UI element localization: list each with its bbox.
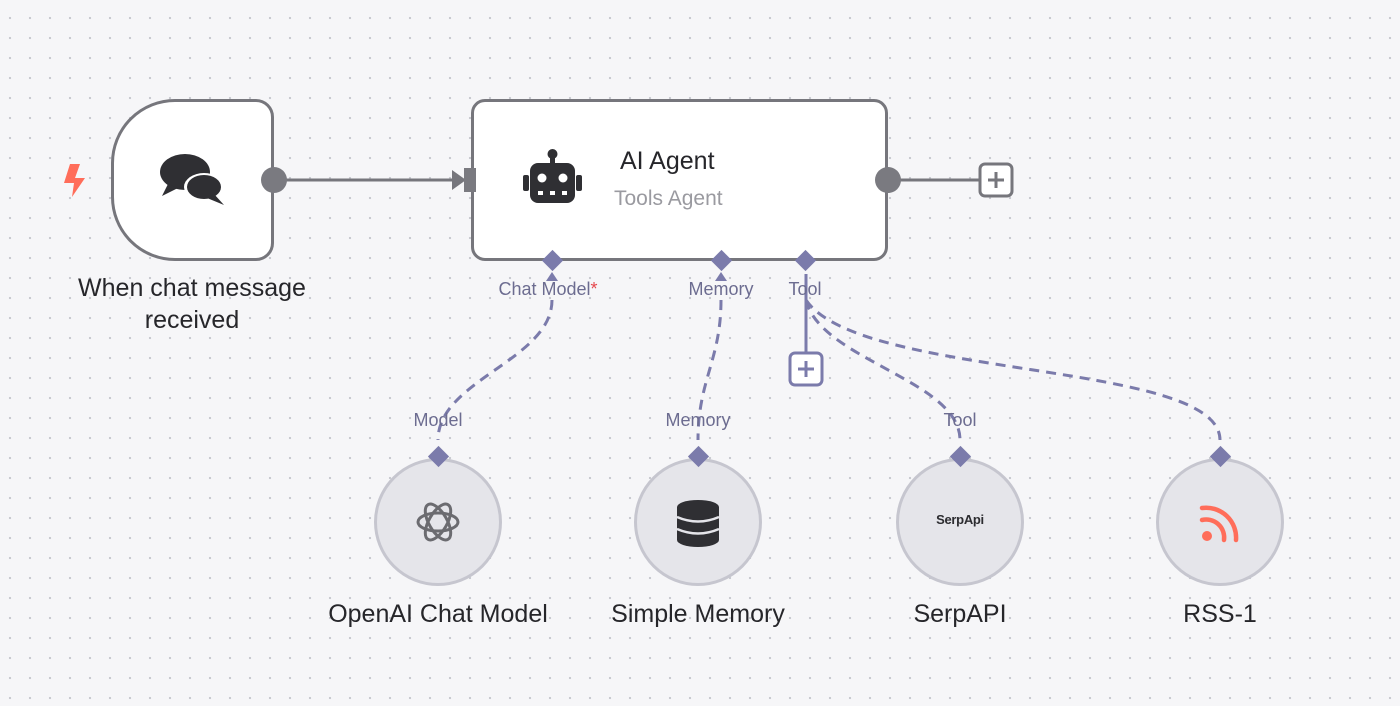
add-node-button[interactable] — [978, 162, 1014, 198]
chat-model-port[interactable] — [541, 249, 564, 272]
rss-node-label: RSS-1 — [1183, 600, 1257, 628]
database-icon — [676, 500, 720, 547]
chat-model-port-text: Chat Model — [498, 279, 591, 299]
connection-memory[interactable] — [696, 299, 723, 441]
serpapi-port[interactable] — [949, 445, 972, 468]
connection-chat-model[interactable] — [436, 299, 554, 441]
agent-output-port[interactable] — [875, 167, 901, 193]
chat-model-port-label: Chat Model* — [498, 279, 597, 300]
agent-input-port[interactable] — [464, 168, 476, 192]
serpapi-port-label: Tool — [943, 410, 977, 430]
openai-icon — [416, 502, 460, 542]
rss-port[interactable] — [1209, 445, 1232, 468]
openai-port[interactable] — [427, 445, 450, 468]
agent-title: AI Agent — [620, 147, 715, 175]
chat-bubbles-icon — [160, 154, 224, 205]
trigger-node-label: When chat message received — [78, 274, 306, 334]
connection-arrowhead — [452, 170, 466, 190]
tool-port-label: Tool — [788, 279, 822, 299]
connection-serpapi[interactable] — [804, 299, 962, 441]
openai-node-label: OpenAI Chat Model — [328, 600, 548, 628]
memory-port[interactable] — [710, 249, 733, 272]
agent-subtitle: Tools Agent — [614, 187, 723, 210]
lightning-bolt-icon — [64, 164, 85, 197]
memory-node-label: Simple Memory — [611, 600, 785, 628]
openai-node[interactable] — [374, 458, 502, 586]
serpapi-node[interactable] — [896, 458, 1024, 586]
robot-icon — [523, 149, 582, 203]
trigger-output-port[interactable] — [261, 167, 287, 193]
tool-port[interactable] — [794, 249, 817, 272]
connection-rss[interactable] — [804, 299, 1222, 441]
rss-icon — [1199, 505, 1239, 543]
rss-node[interactable] — [1156, 458, 1284, 586]
serpapi-node-label: SerpAPI — [913, 600, 1007, 628]
memory-node-port-label: Memory — [665, 410, 731, 430]
required-marker: * — [590, 279, 598, 299]
openai-port-label: Model — [413, 410, 463, 430]
memory-node-port[interactable] — [687, 445, 710, 468]
add-tool-button[interactable] — [788, 351, 824, 387]
serpapi-logo-text: SerpApi — [936, 512, 984, 527]
memory-port-label: Memory — [688, 279, 754, 299]
